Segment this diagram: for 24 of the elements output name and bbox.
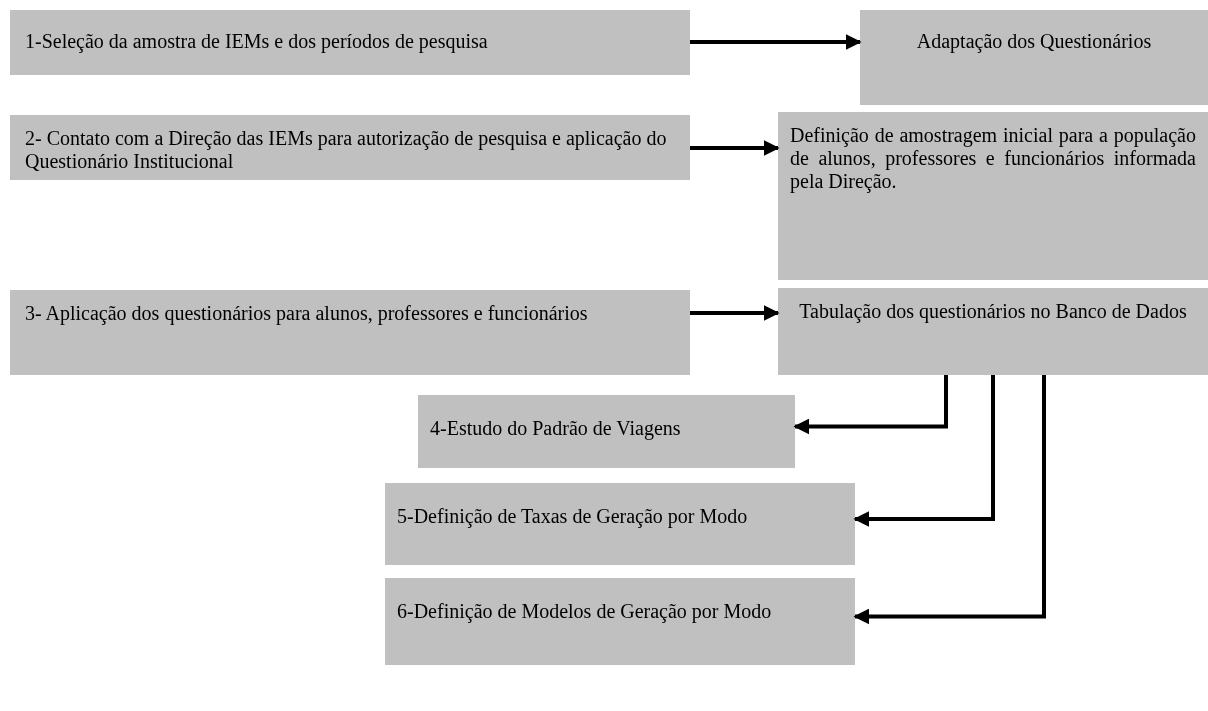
step-text: Definição de amostragem inicial para a população de alunos, professores e funcionários informada pela Direção.	[790, 124, 1196, 193]
process-box	[385, 578, 855, 665]
arrow	[793, 375, 948, 435]
step-text: 1-Seleção da amostra de IEMs e dos períodos de pesquisa	[25, 30, 489, 53]
step-text: Adaptação dos Questionários	[915, 30, 1153, 53]
step-text: 4-Estudo do Padrão de Viagens	[430, 417, 682, 440]
step-text: 6-Definição de Modelos de Geração por Modo	[397, 600, 773, 623]
process-box	[385, 483, 855, 565]
step-text: Tabulação dos questionários no Banco de Dados	[798, 300, 1188, 323]
process-box	[778, 288, 1208, 375]
process-box	[10, 290, 690, 375]
process-box	[418, 395, 795, 468]
process-box	[778, 112, 1208, 280]
process-box	[860, 10, 1208, 105]
arrow	[853, 375, 995, 527]
arrow	[690, 34, 862, 50]
arrow	[690, 140, 780, 156]
step-text: 2- Contato com a Direção das IEMs para autorização de pesquisa e aplicação do Questionário Institucional	[25, 127, 668, 173]
process-box	[10, 115, 690, 180]
step-text: 5-Definição de Taxas de Geração por Modo	[397, 505, 749, 528]
arrow	[853, 375, 1046, 625]
process-box	[10, 10, 690, 75]
step-text: 3- Aplicação dos questionários para alunos, professores e funcionários	[25, 302, 589, 325]
arrow	[690, 305, 780, 321]
